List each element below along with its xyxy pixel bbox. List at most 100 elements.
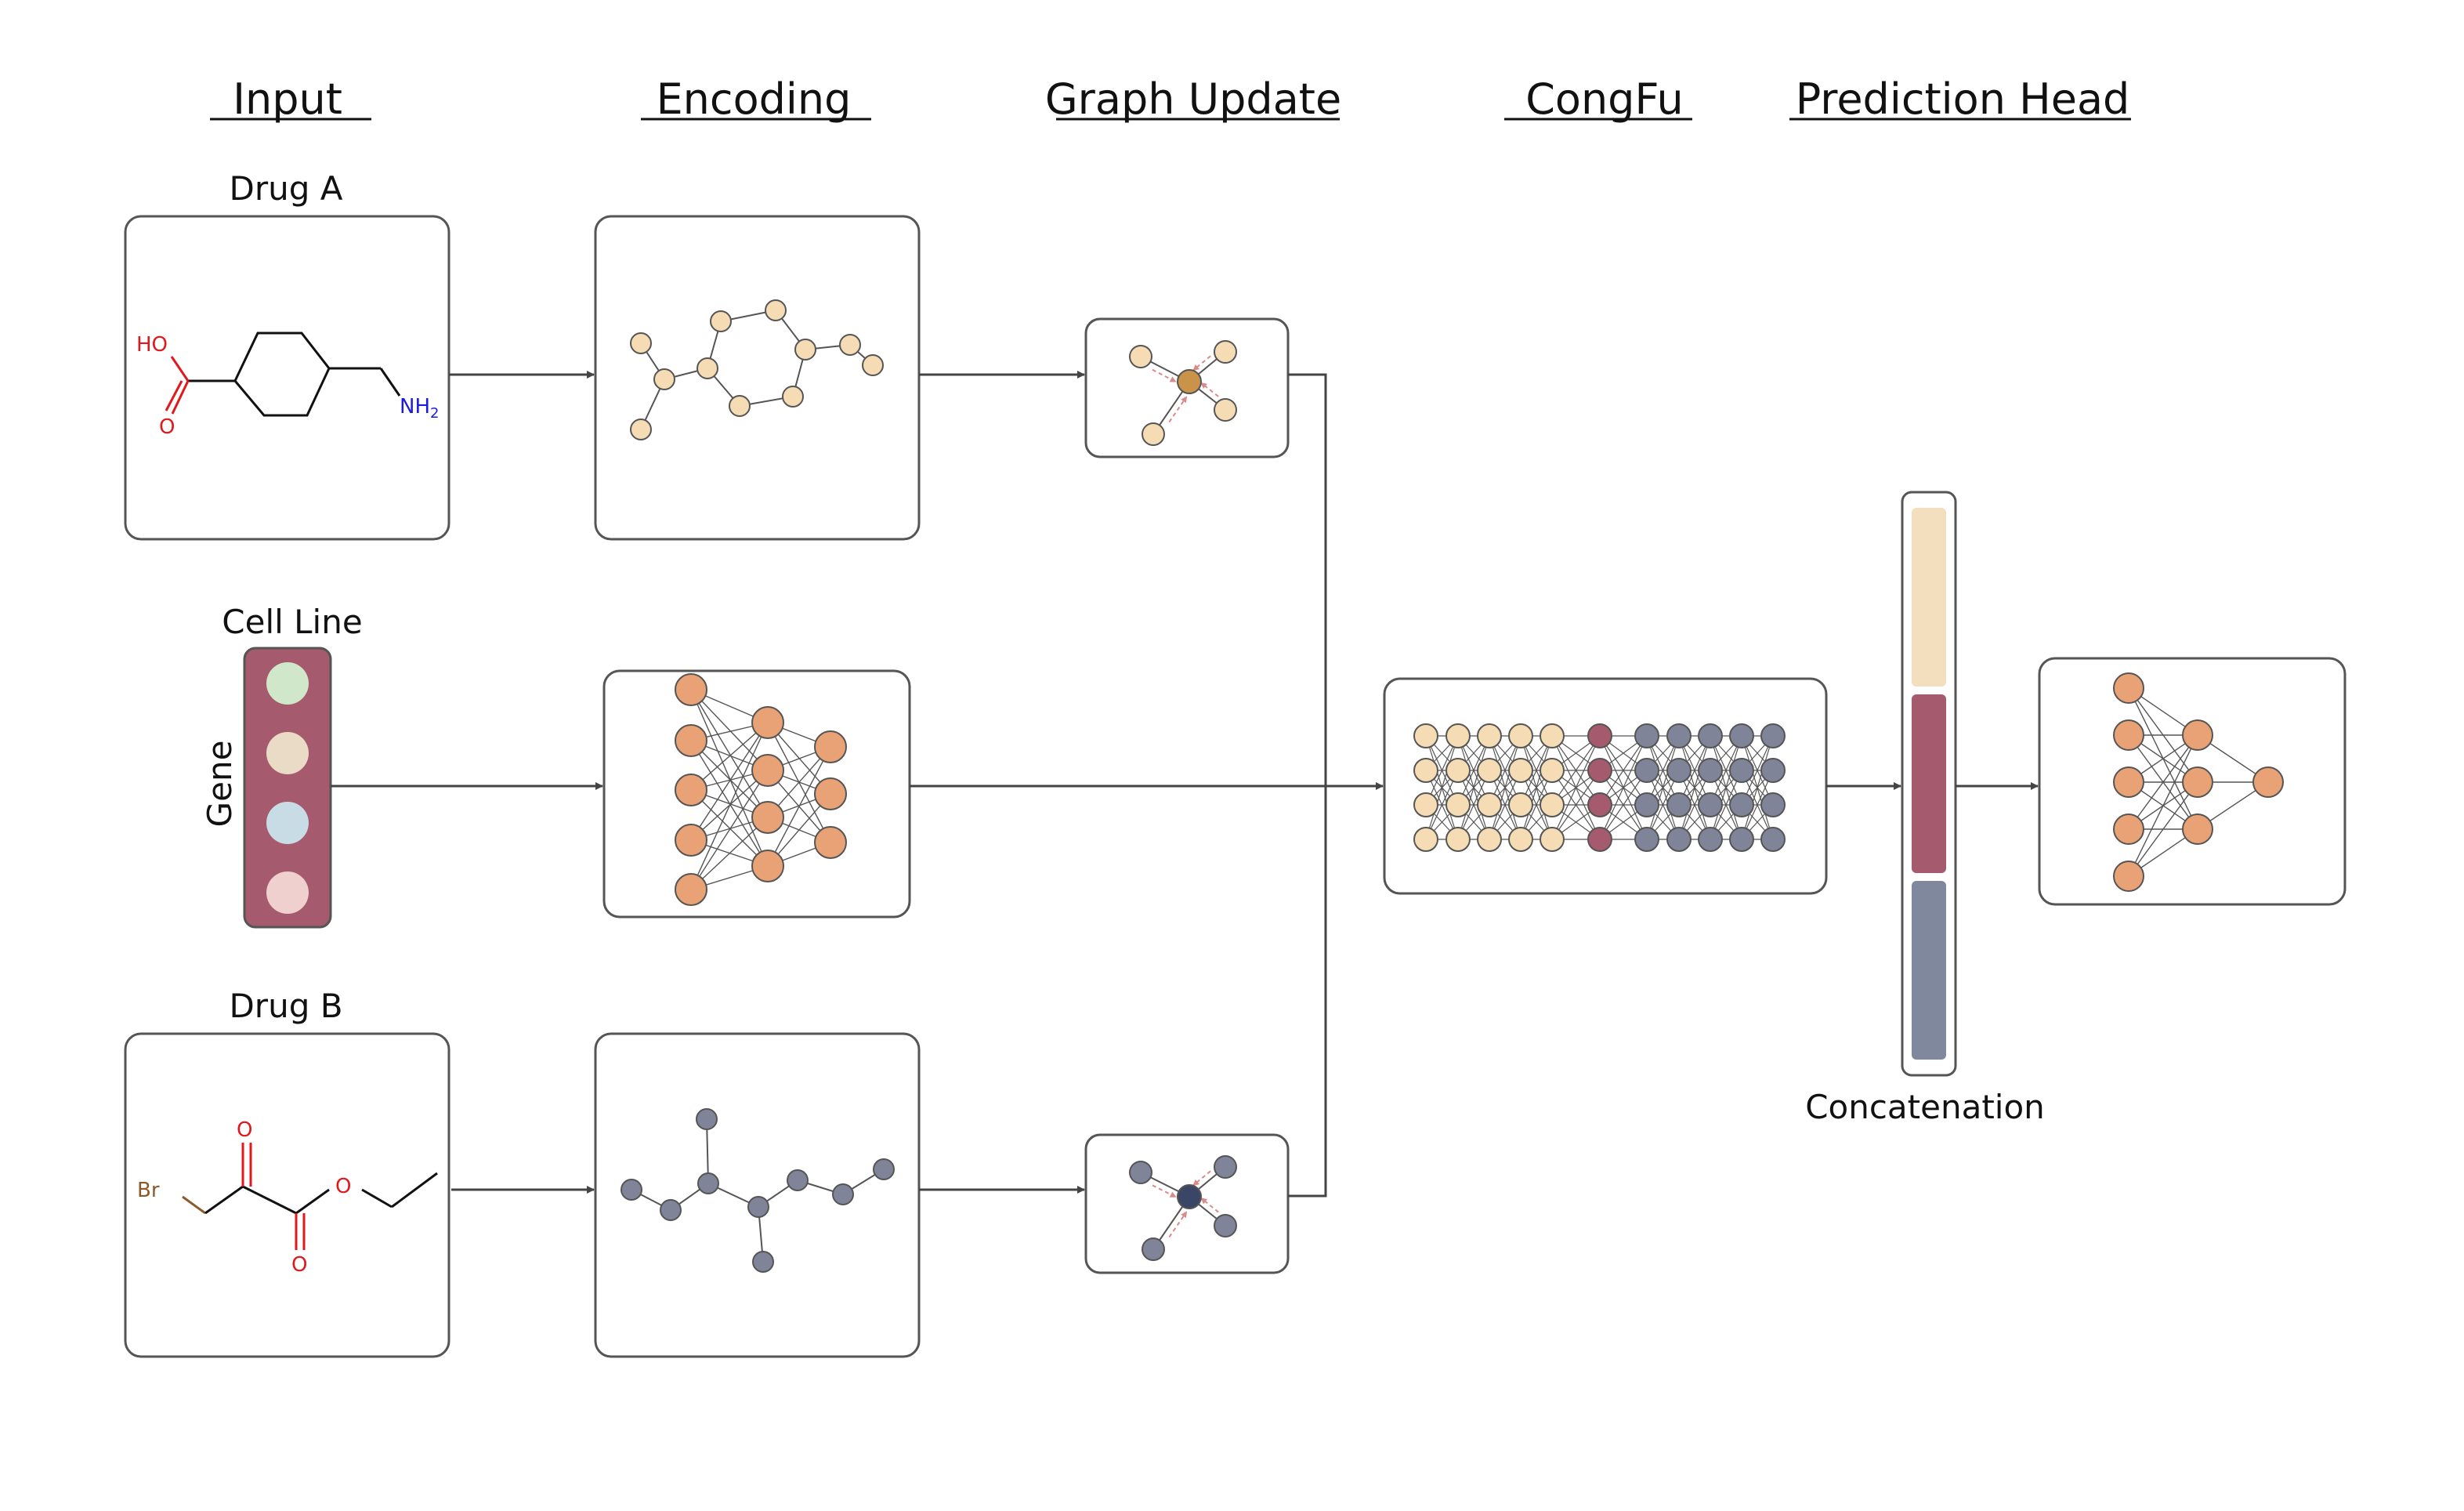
congfu-node xyxy=(1445,758,1471,783)
congfu-node xyxy=(1729,723,1754,748)
congfu-node xyxy=(1698,758,1723,783)
congfu-node xyxy=(1634,827,1659,852)
graph-node xyxy=(729,395,751,417)
congfu-node xyxy=(1540,723,1565,748)
graph-node xyxy=(697,1172,719,1194)
graph-node xyxy=(839,334,861,356)
congfu-connection xyxy=(1489,735,1521,840)
concat-segment-drug-b xyxy=(1912,881,1946,1060)
congfu-connection xyxy=(1710,770,1742,840)
congfu-connection xyxy=(1489,735,1521,806)
neighbor-node xyxy=(1142,1237,1165,1261)
neuron xyxy=(2113,813,2144,845)
drug-b-bonds xyxy=(204,1172,438,1215)
message-arrow xyxy=(1200,382,1219,397)
graph-node xyxy=(696,1108,718,1130)
neuron xyxy=(675,824,707,857)
congfu-connection xyxy=(1599,735,1648,840)
graph-update-drug-a xyxy=(1084,317,1290,458)
encoding-cell-line xyxy=(602,669,911,919)
drug-a-bond-o1 xyxy=(171,380,190,415)
message-arrow xyxy=(1152,368,1177,382)
encoding-drug-b xyxy=(594,1032,921,1358)
congfu-node xyxy=(1445,792,1471,817)
mlp-connection xyxy=(690,722,769,841)
graph-node xyxy=(630,419,652,440)
congfu-connection xyxy=(1425,770,1459,840)
concatenation-vector xyxy=(1901,491,1957,1077)
neuron xyxy=(751,754,784,787)
message-arrow xyxy=(1168,1211,1188,1237)
neuron xyxy=(2182,766,2213,798)
message-arrow xyxy=(1200,1198,1219,1213)
congfu-connection xyxy=(1741,770,1774,840)
message-arrow xyxy=(1192,355,1211,371)
neuron xyxy=(814,826,847,859)
congfu-connection xyxy=(1710,735,1742,840)
congfu-connection xyxy=(1489,770,1521,840)
center-node xyxy=(1177,369,1202,394)
neuron xyxy=(814,777,847,810)
mlp-connection xyxy=(690,789,769,867)
congfu-node xyxy=(1508,827,1533,852)
mlp-connection xyxy=(690,689,769,818)
graph-node xyxy=(630,332,652,354)
congfu-connection xyxy=(1741,735,1774,840)
congfu-node xyxy=(1540,827,1565,852)
graph-update-drug-b xyxy=(1084,1133,1290,1274)
encoding-drug-b-box xyxy=(594,1032,921,1358)
cell-line-label: Cell Line xyxy=(222,603,362,641)
congfu-block xyxy=(1383,677,1828,895)
congfu-connection xyxy=(1551,735,1601,806)
congfu-node xyxy=(1666,758,1692,783)
mlp-connection xyxy=(690,689,769,867)
neuron xyxy=(814,730,847,763)
neuron xyxy=(2182,719,2213,751)
congfu-node xyxy=(1477,758,1502,783)
drug-a-bond-o2 xyxy=(165,380,183,411)
header-input: Input xyxy=(233,74,342,124)
congfu-node xyxy=(1445,827,1471,852)
congfu-node xyxy=(1760,723,1786,748)
neighbor-node xyxy=(1214,340,1237,364)
congfu-node xyxy=(1413,792,1438,817)
neuron xyxy=(2252,766,2284,798)
congfu-node xyxy=(1729,792,1754,817)
congfu-node xyxy=(1477,792,1502,817)
congfu-node xyxy=(1413,758,1438,783)
header-encoding: Encoding xyxy=(657,74,852,124)
drug-b-atom-br: Br xyxy=(137,1179,160,1202)
neighbor-node xyxy=(1129,1161,1152,1184)
gene-node-4 xyxy=(266,871,309,914)
mlp-connection xyxy=(690,689,769,771)
graph-node xyxy=(710,310,732,332)
mlp-connection xyxy=(690,722,769,890)
connector-graph-b-to-congfu xyxy=(1288,786,1327,1198)
congfu-connection xyxy=(1741,735,1774,806)
drug-a-box xyxy=(124,215,450,541)
message-arrow xyxy=(1192,1170,1211,1187)
congfu-node xyxy=(1698,792,1723,817)
concat-segment-drug-a xyxy=(1912,508,1946,687)
graph-node xyxy=(862,354,884,376)
congfu-node xyxy=(1634,723,1659,748)
graph-node xyxy=(832,1183,854,1205)
neuron xyxy=(751,706,784,739)
drug-a-bonds xyxy=(188,332,401,417)
neuron xyxy=(2113,861,2144,892)
neuron xyxy=(751,850,784,882)
neighbor-node xyxy=(1214,398,1237,422)
graph-node xyxy=(794,339,816,361)
connectors xyxy=(331,371,2039,1198)
neuron xyxy=(751,801,784,834)
mlp-connection xyxy=(2128,734,2198,877)
mlp-connection xyxy=(690,770,769,890)
drug-a-molecule: HO O NH2 xyxy=(124,215,450,541)
congfu-node xyxy=(1587,827,1612,852)
congfu-node xyxy=(1760,792,1786,817)
neighbor-node xyxy=(1129,345,1152,368)
neuron xyxy=(675,724,707,757)
congfu-node xyxy=(1634,792,1659,817)
drug-b-atom-o-bottom: O xyxy=(291,1253,307,1277)
neighbor-node xyxy=(1214,1155,1237,1179)
